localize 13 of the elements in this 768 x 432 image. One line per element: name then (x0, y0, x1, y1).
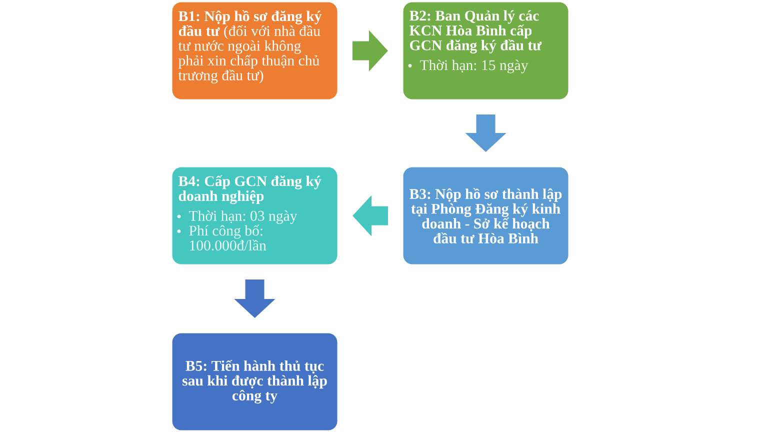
step-box (172, 333, 338, 430)
step-box (172, 2, 338, 100)
step-box (403, 167, 568, 264)
step-text: B2: Ban Quản lý các KCN Hòa Bình cấp GCN đăng ký đầu tư (410, 10, 542, 54)
step-text: B3: Nộp hồ sơ thành lập tại Phòng Đăng ký kinh doanh - Sở kế hoạch đầu tư Hòa Bình (410, 188, 562, 244)
step-box (403, 2, 568, 100)
list-item: Phí công bố: 100.000đ/lần (189, 224, 266, 251)
step-text: B1: Nộp hồ sơ đăng ký đầu tư (đối với nhà đầu tư nước ngoài không phải xin chấp thuận chủ trương đầu tư) (178, 10, 322, 84)
list-item: Thời hạn: 03 ngày (189, 210, 298, 224)
step-box (172, 167, 338, 264)
list-item: Thời hạn: 15 ngày (420, 60, 528, 74)
step-text: B5: Tiến hành thủ tục sau khi được thành lập công ty (182, 360, 327, 404)
step-text: B4: Cấp GCN đăng ký doanh nghiệp (178, 175, 322, 204)
